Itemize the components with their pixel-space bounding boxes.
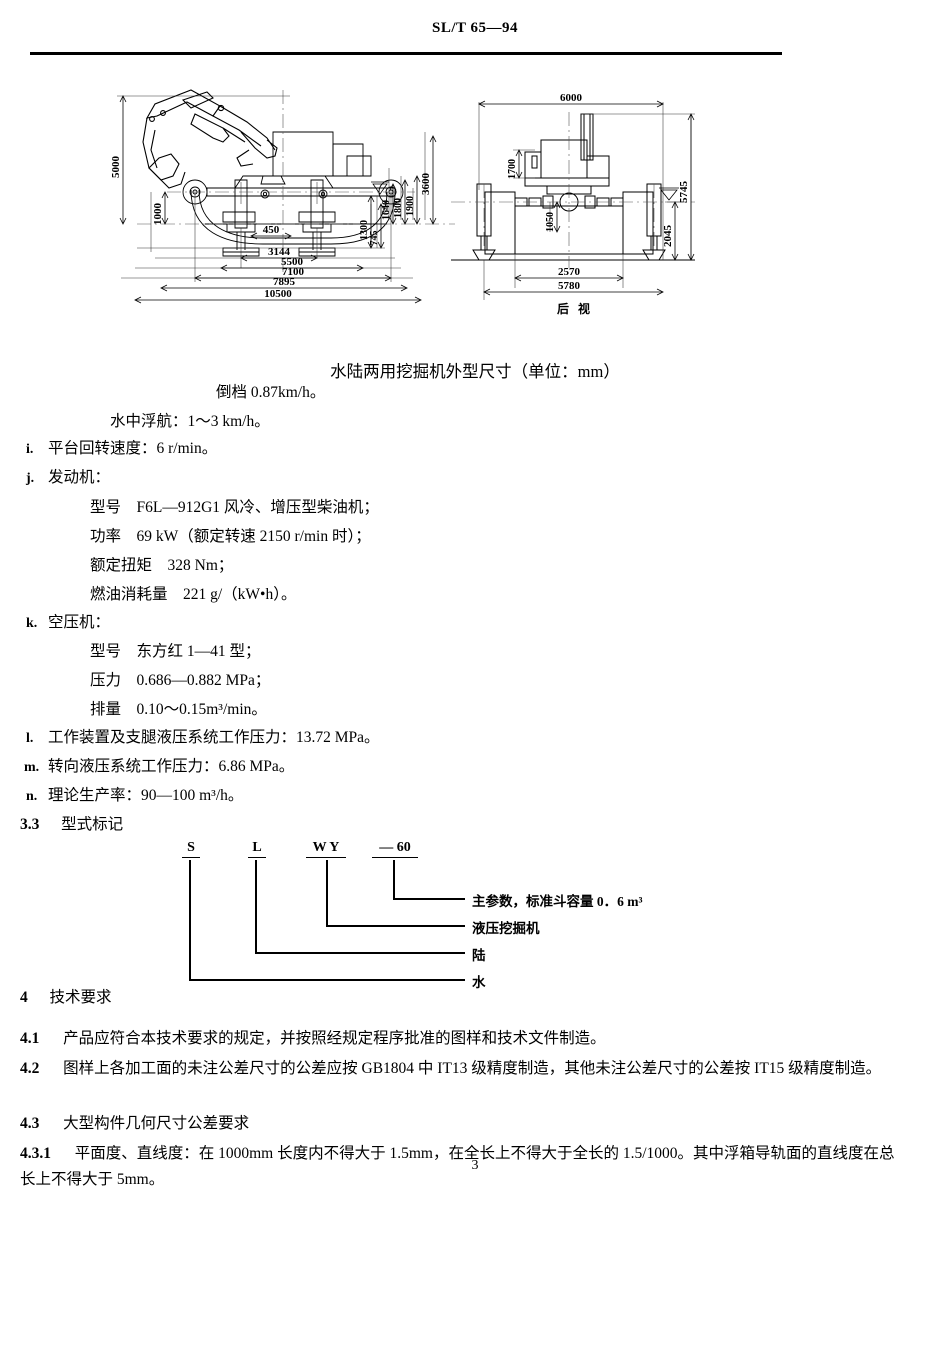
leader-line-v-60 [393,860,395,899]
dim-1640: 1640 [381,200,392,220]
dim-3600: 3600 [420,173,432,196]
engine-power: 功率 69 kW（额定转速 2150 r/min 时）； [90,528,371,545]
dim-7100: 7100 [282,266,305,278]
spec-float-speed: 水中浮航：1～3 km/h。 [110,413,270,430]
paragraph-4-1: 4.1 产品应符合本技术要求的规定，并按照经规定程序批准的图样和技术文件制造。 [20,1026,606,1052]
paragraph-4-3-1-text: 平面度、直线度：在 1000mm 长度内不得大于 1.5mm，在全长上不得大于全… [20,1145,895,1188]
spec-item-m-text: 转向液压系统工作压力：6.86 MPa。 [48,758,295,775]
spec-item-l-text: 工作装置及支腿液压系统工作压力：13.72 MPa。 [48,729,380,746]
dim-5745: 5745 [678,181,690,204]
model-label-land: 陆 [472,948,486,963]
dim-1900: 1900 [405,196,416,216]
leader-line-v-l [255,860,257,953]
model-designation-diagram: S L W Y — 60 主参数，标准斗容量 0．6 m³ 液压挖掘机 陆 水 [150,800,670,990]
section-3-3-heading: 3.3 型式标记 [20,812,123,838]
spec-reverse-gear: 倒档 0.87km/h。 [216,384,326,401]
dim-7895: 7895 [273,276,296,288]
leader-line-h-s [189,979,465,981]
engine-torque: 额定扭矩 328 Nm； [90,557,234,574]
spec-marker-l: l. [26,731,34,746]
model-number-60: — 60 [372,840,418,858]
paragraph-4-1-text: 产品应符合本技术要求的规定，并按照经规定程序批准的图样和技术文件制造。 [63,1030,606,1047]
dim-10500: 10500 [264,288,292,300]
dim-6000: 6000 [560,92,583,104]
spec-item-n-text: 理论生产率：90—100 m³/h。 [48,787,244,804]
section-4-title: 技术要求 [49,989,112,1006]
compressor-pressure: 压力 0.686—0.882 MPa； [90,672,271,689]
model-label-main-parameter: 主参数，标准斗容量 0．6 m³ [472,894,643,909]
header-divider-rule [30,52,782,55]
paragraph-4-2: 4.2 图样上各加工面的未注公差尺寸的公差应按 GB1804 中 IT13 级精… [20,1056,900,1082]
leader-line-v-wy [326,860,328,926]
dim-2570: 2570 [558,266,581,278]
page-number: 3 [471,1158,479,1173]
paragraph-4-3-number: 4.3 [20,1115,40,1132]
excavator-dimension-drawing: 5000 1000 745 1300 1640 1800 1900 3600 4… [110,89,695,304]
leader-line-h-l [255,952,465,954]
dim-2045: 2045 [662,225,674,248]
dim-1050: 1050 [545,212,556,232]
compressor-displacement: 排量 0.10～0.15m³/min。 [90,701,267,718]
section-4-heading: 4 技术要求 [20,985,112,1011]
dim-745: 745 [369,231,380,246]
paragraph-4-1-number: 4.1 [20,1030,40,1047]
section-3-3-title: 型式标记 [61,816,124,833]
spec-marker-n: n. [26,789,38,804]
spec-marker-j: j. [26,471,35,486]
dim-1300: 1300 [359,220,370,240]
dim-3144: 3144 [268,246,291,258]
spec-item-k-text: 空压机： [48,614,111,631]
spec-marker-i: i. [26,442,34,457]
dim-1700: 1700 [507,159,518,179]
engine-fuel-consumption: 燃油消耗量 221 g/（kW•h）。 [90,586,297,603]
rear-view-label: 后 视 [556,302,593,316]
dim-1000: 1000 [152,203,164,226]
section-4-number: 4 [20,989,28,1006]
spec-item-i-text: 平台回转速度：6 r/min。 [48,440,218,457]
page-header: SL/T 65—94 [432,20,518,36]
paragraph-4-2-text: 图样上各加工面的未注公差尺寸的公差应按 GB1804 中 IT13 级精度制造，… [63,1060,882,1077]
dim-450: 450 [263,224,280,236]
spec-marker-k: k. [26,616,38,631]
paragraph-4-3-1: 4.3.1 平面度、直线度：在 1000mm 长度内不得大于 1.5mm，在全长… [20,1141,900,1193]
model-letter-l: L [248,840,266,858]
dim-5000: 5000 [110,156,122,179]
section-3-3-number: 3.3 [20,816,40,833]
compressor-model: 型号 东方红 1—41 型； [90,643,261,660]
leader-line-h-60 [393,898,465,900]
spec-marker-m: m. [24,760,40,775]
model-label-water: 水 [472,975,486,990]
engine-model: 型号 F6L—912G1 风冷、增压型柴油机； [90,499,379,516]
dim-1800: 1800 [393,198,404,218]
spec-item-j-text: 发动机： [48,469,111,486]
dim-5500: 5500 [281,256,304,268]
model-label-hydraulic-excavator: 液压挖掘机 [472,921,540,936]
figure-caption: 水陆两用挖掘机外型尺寸（单位：mm） [330,362,620,381]
leader-line-h-wy [326,925,465,927]
paragraph-4-3: 4.3 大型构件几何尺寸公差要求 [20,1111,249,1137]
leader-line-v-s [189,860,191,980]
dim-5780: 5780 [558,280,581,292]
technical-drawing-figure: 5000 1000 745 1300 1640 1800 1900 3600 4… [95,72,755,322]
paragraph-4-3-1-number: 4.3.1 [20,1145,51,1162]
model-letters-wy: W Y [306,840,346,858]
paragraph-4-3-text: 大型构件几何尺寸公差要求 [63,1115,250,1132]
paragraph-4-2-number: 4.2 [20,1060,40,1077]
model-letter-s: S [182,840,200,858]
